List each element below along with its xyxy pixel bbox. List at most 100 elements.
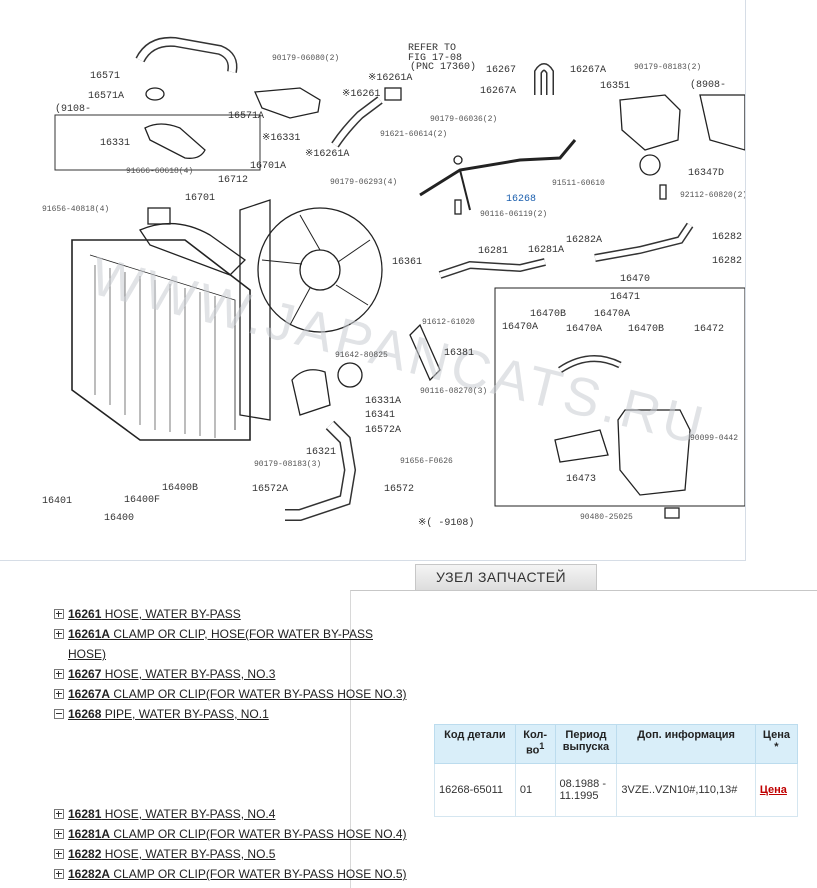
label-16572a[interactable]: 16572A [365,425,401,436]
label-16331[interactable]: 16331 [100,138,130,149]
parts-panel-tab: УЗЕЛ ЗАПЧАСТЕЙ [415,564,597,591]
col-qty: Кол-во1 [514,724,556,764]
label-16470[interactable]: 16470 [620,274,650,285]
label-16261a-top[interactable]: ※16261A [368,73,412,84]
label-16381[interactable]: 16381 [444,348,474,359]
label-16282[interactable]: 16282 [712,232,742,243]
label-90099-0442[interactable]: 90099-0442 [690,434,738,443]
label-91656-f0626[interactable]: 91656-F0626 [400,457,453,466]
refer-note-line3: (PNC 17360) [410,61,476,73]
expand-icon[interactable] [54,669,64,679]
label-92112-60820[interactable]: 92112-60820(2) [680,191,745,200]
label-16470a[interactable]: 16470A [594,309,630,320]
part-row-16261a[interactable]: 16261A CLAMP OR CLIP, HOSE(FOR WATER BY-… [54,627,373,641]
collapse-icon[interactable] [54,709,64,719]
label-16470a-2[interactable]: 16470A [502,322,538,333]
label-16572a-2[interactable]: 16572A [252,484,288,495]
label-91621-60614[interactable]: 91621-60614(2) [380,130,447,139]
part-link[interactable]: 16281 HOSE, WATER BY-PASS, NO.4 [68,807,276,821]
label-16341[interactable]: 16341 [365,410,395,421]
part-row-16281a[interactable]: 16281A CLAMP OR CLIP(FOR WATER BY-PASS H… [54,827,407,841]
label-90179-06293[interactable]: 90179-06293(4) [330,178,397,187]
label-16470a-3[interactable]: 16470A [566,324,602,335]
label-90480-25025[interactable]: 90480-25025 [580,513,633,522]
label-16281[interactable]: 16281 [478,246,508,257]
label-90179-06080[interactable]: 90179-06080(2) [272,54,339,63]
label-16331a[interactable]: 16331A [365,396,401,407]
label-16321[interactable]: 16321 [306,447,336,458]
label-91612-61020[interactable]: 91612-61020 [422,318,475,327]
part-link[interactable]: 16261 HOSE, WATER BY-PASS [68,607,241,621]
label-16347d[interactable]: 16347D [688,168,724,179]
label-16470b-2[interactable]: 16470B [628,324,664,335]
label-91666-60618[interactable]: 91666-60618(4) [126,167,193,176]
label-16267a[interactable]: 16267A [570,65,606,76]
label-90179-06036[interactable]: 90179-06036(2) [430,115,497,124]
label-16400[interactable]: 16400 [104,513,134,524]
part-row-16282a[interactable]: 16282A CLAMP OR CLIP(FOR WATER BY-PASS H… [54,867,407,881]
label-16701a[interactable]: 16701A [250,161,286,172]
label-91656-40818[interactable]: 91656-40818(4) [42,205,109,214]
label-16701[interactable]: 16701 [185,193,215,204]
label-16400f[interactable]: 16400F [124,495,160,506]
part-row-16261[interactable]: 16261 HOSE, WATER BY-PASS [54,607,241,621]
label-16472[interactable]: 16472 [694,324,724,335]
label-16361[interactable]: 16361 [392,257,422,268]
label-16571[interactable]: 16571 [90,71,120,82]
label-16401[interactable]: 16401 [42,496,72,507]
label-16268-highlighted[interactable]: 16268 [506,194,536,205]
label-16282-b[interactable]: 16282 [712,256,742,267]
price-link[interactable]: Цена [759,784,787,796]
parts-diagram: WWW.JAPANCATS.RU REFER TO FIG 17-08 (PNC… [0,0,746,561]
expand-icon[interactable] [54,609,64,619]
part-row-16281[interactable]: 16281 HOSE, WATER BY-PASS, NO.4 [54,807,276,821]
expand-icon[interactable] [54,809,64,819]
label-16400b[interactable]: 16400B [162,483,198,494]
label-16473[interactable]: 16473 [566,474,596,485]
label-91642-80825[interactable]: 91642-80825 [335,351,388,360]
part-row-16282[interactable]: 16282 HOSE, WATER BY-PASS, NO.5 [54,847,276,861]
label-90179-08183-b[interactable]: 90179-08183(3) [254,460,321,469]
expand-icon[interactable] [54,829,64,839]
label-16267[interactable]: 16267 [486,65,516,76]
part-link[interactable]: 16282A CLAMP OR CLIP(FOR WATER BY-PASS H… [68,867,407,881]
label-90116-06119[interactable]: 90116-06119(2) [480,210,547,219]
part-link[interactable]: 16267 HOSE, WATER BY-PASS, NO.3 [68,667,276,681]
label-16571a-2[interactable]: 16571A [228,111,264,122]
part-row-16267a[interactable]: 16267A CLAMP OR CLIP(FOR WATER BY-PASS H… [54,687,407,701]
callout-labels: REFER TO FIG 17-08 (PNC 17360) 16571 165… [42,43,745,529]
part-link[interactable]: 16268 PIPE, WATER BY-PASS, NO.1 [68,707,269,721]
part-row-16267[interactable]: 16267 HOSE, WATER BY-PASS, NO.3 [54,667,276,681]
label-16470b[interactable]: 16470B [530,309,566,320]
label-90179-08183[interactable]: 90179-08183(2) [634,63,701,72]
part-link[interactable]: 16261A CLAMP OR CLIP, HOSE(FOR WATER BY-… [68,627,373,641]
label-16282a[interactable]: 16282A [566,235,602,246]
part-link[interactable]: 16281A CLAMP OR CLIP(FOR WATER BY-PASS H… [68,827,407,841]
label-16281a[interactable]: 16281A [528,245,564,256]
label-16261a[interactable]: ※16261A [305,149,349,160]
label-91511-60610[interactable]: 91511-60610 [552,179,605,188]
label-16471[interactable]: 16471 [610,292,640,303]
part-link[interactable]: 16267A CLAMP OR CLIP(FOR WATER BY-PASS H… [68,687,407,701]
part-row-16268[interactable]: 16268 PIPE, WATER BY-PASS, NO.1 [54,707,269,721]
label-16572[interactable]: 16572 [384,484,414,495]
expand-icon[interactable] [54,869,64,879]
cell-qty: 01 [514,763,556,817]
expand-icon[interactable] [54,689,64,699]
cell-price: Цена [754,763,799,817]
part-link-cont[interactable]: HOSE) [68,647,107,661]
col-price: Цена * [754,724,799,764]
label-90116-08270[interactable]: 90116-08270(3) [420,387,487,396]
label-16261[interactable]: ※16261 [342,89,380,100]
expand-icon[interactable] [54,629,64,639]
label-16712[interactable]: 16712 [218,175,248,186]
part-row-16261a-cont[interactable]: HOSE) [68,647,106,661]
part-link[interactable]: 16282 HOSE, WATER BY-PASS, NO.5 [68,847,276,861]
label-9108: (9108- [55,103,91,115]
label-16571a[interactable]: 16571A [88,91,124,102]
label-16331-b[interactable]: ※16331 [262,133,300,144]
refer-note-line2: FIG 17-08 [408,53,462,64]
label-16267a-2[interactable]: 16267A [480,86,516,97]
label-16351[interactable]: 16351 [600,81,630,92]
expand-icon[interactable] [54,849,64,859]
